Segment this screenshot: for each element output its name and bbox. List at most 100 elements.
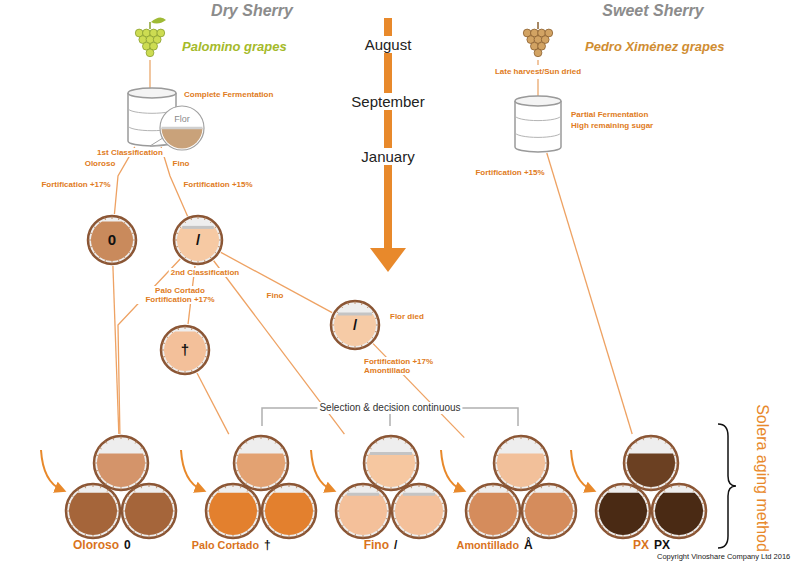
solera-flow-arrow [181, 450, 202, 490]
text-holder: 0 [124, 539, 131, 553]
solera-flow-arrow [441, 450, 462, 490]
text-holder: / [394, 539, 397, 553]
edge-label-holder: Fortification +15% [181, 180, 254, 189]
text-holder: Flor died [388, 312, 426, 321]
bubble-shape [160, 106, 204, 150]
classification-label: 2nd Classification [169, 268, 241, 277]
edge-label: Fortification +15% [181, 180, 254, 189]
label-holder: August [363, 36, 414, 53]
flow-line [221, 252, 332, 312]
solera-shape [205, 435, 317, 539]
grape-name: Palomino grapes [180, 40, 289, 55]
flow-line [197, 373, 229, 434]
process-note: Late harvest/Sun dried [493, 67, 583, 76]
grape-cluster [135, 22, 164, 57]
label-holder: Copyright Vinoshare Company Ltd 2016 [655, 553, 792, 562]
barrel: † [160, 325, 210, 375]
node-label: Palo Cortado [192, 539, 259, 551]
label-holder: Solera aging method [753, 402, 771, 554]
node-label: Oloroso [73, 539, 119, 553]
sherry-symbol: 0 [124, 539, 131, 553]
text-holder: Flor [160, 111, 204, 127]
grape-stem [537, 79, 538, 96]
sherry-symbol: Å [524, 539, 533, 553]
edge-label: Fortification +17% [39, 180, 112, 189]
text-holder: Complete Fermentation [182, 90, 275, 99]
label-holder: Pedro Ximénez grapes [583, 40, 726, 55]
classification-label: 1st Classification [95, 148, 165, 157]
edge-label-holder: Palo Cortado Fortification +17% [136, 286, 224, 304]
label-holder: Sweet Sherry [600, 2, 705, 20]
classification-label: Fino [171, 159, 192, 168]
bracket-label: Selection & decision continuous [317, 402, 462, 414]
label-holder: Palomino grapes [180, 40, 289, 55]
label-holder: January [359, 148, 416, 165]
solera-stack: Amontillado Å [465, 435, 577, 557]
barrel: 0 [87, 215, 137, 265]
fermentation-tank: Partial FermentationHigh remaining sugar [515, 96, 561, 152]
text-holder: / [330, 300, 380, 350]
node-label: Complete Fermentation [182, 90, 275, 99]
grape-leaf [151, 17, 166, 23]
text-holder: Oloroso [65, 539, 119, 553]
classification-label: Oloroso [83, 159, 118, 168]
edge-label: Palo Cortado Fortification +17% [136, 286, 224, 304]
text-holder: 0 [87, 215, 137, 265]
node-label: Amontillado [457, 539, 519, 551]
edge-label-holder: Fortification +17% Amontillado [362, 357, 452, 375]
solera-stack: Oloroso 0 [65, 435, 177, 557]
label-holder: Late harvest/Sun dried [493, 67, 583, 76]
label-holder: Selection & decision continuous [317, 402, 462, 414]
text-holder: PX [654, 539, 670, 553]
solera-stack: Fino / [335, 435, 447, 557]
label-holder: Dry Sherry [209, 2, 295, 20]
section-title: Sweet Sherry [600, 2, 705, 20]
flow-line [547, 153, 632, 434]
label-holder: Oloroso [83, 159, 118, 168]
node-label: Flor [174, 114, 190, 124]
solera-stack: PX PX [595, 435, 707, 557]
text-holder: PX [595, 539, 649, 553]
text-holder: Fino [335, 539, 389, 553]
text-holder: High remaining sugar [569, 121, 655, 130]
text-holder: Palo Cortado [205, 539, 259, 551]
timeline-arrowhead [370, 248, 406, 272]
tank-shape [515, 96, 561, 152]
sherry-symbol: / [353, 316, 357, 333]
edge-label: Fortification +17% Amontillado [362, 357, 452, 375]
text-holder: Amontillado [465, 539, 519, 551]
grape-cluster [523, 22, 552, 57]
month-label: August [363, 36, 414, 53]
solera-shape [595, 435, 707, 539]
solera-brace [718, 424, 736, 548]
grape-stem [149, 60, 150, 88]
side-label: Solera aging method [753, 402, 771, 554]
solera-shape [465, 435, 577, 539]
solera-shape [65, 435, 177, 539]
month-label: September [349, 93, 426, 110]
solera-flow-arrow [311, 450, 332, 490]
text-holder: † [160, 325, 210, 375]
node-label: Fino [364, 539, 389, 553]
sherry-symbol: † [181, 341, 189, 358]
sherry-symbol: 0 [108, 231, 116, 248]
flor-callout: Flor [160, 106, 204, 150]
edge-label-holder: Fortification +17% [39, 180, 112, 189]
barrel: / [173, 215, 223, 265]
sherry-symbol: PX [654, 539, 670, 553]
label-holder: Fino [171, 159, 192, 168]
label-holder: September [349, 93, 426, 110]
text-holder: Partial Fermentation [569, 110, 650, 119]
sherry-symbol: / [394, 539, 397, 553]
text-holder: † [264, 539, 271, 553]
section-title: Dry Sherry [209, 2, 295, 20]
node-label: PX [633, 539, 649, 553]
node-label: Flor died [388, 312, 426, 321]
node-label: Partial Fermentation [569, 110, 650, 119]
copyright-note: Copyright Vinoshare Company Ltd 2016 [655, 553, 792, 562]
grape-name: Pedro Ximénez grapes [583, 40, 726, 55]
month-label: January [359, 148, 416, 165]
label-holder: 2nd Classification [169, 268, 241, 277]
sherry-symbol: † [264, 539, 271, 553]
label-holder: 1st Classification [95, 148, 165, 157]
